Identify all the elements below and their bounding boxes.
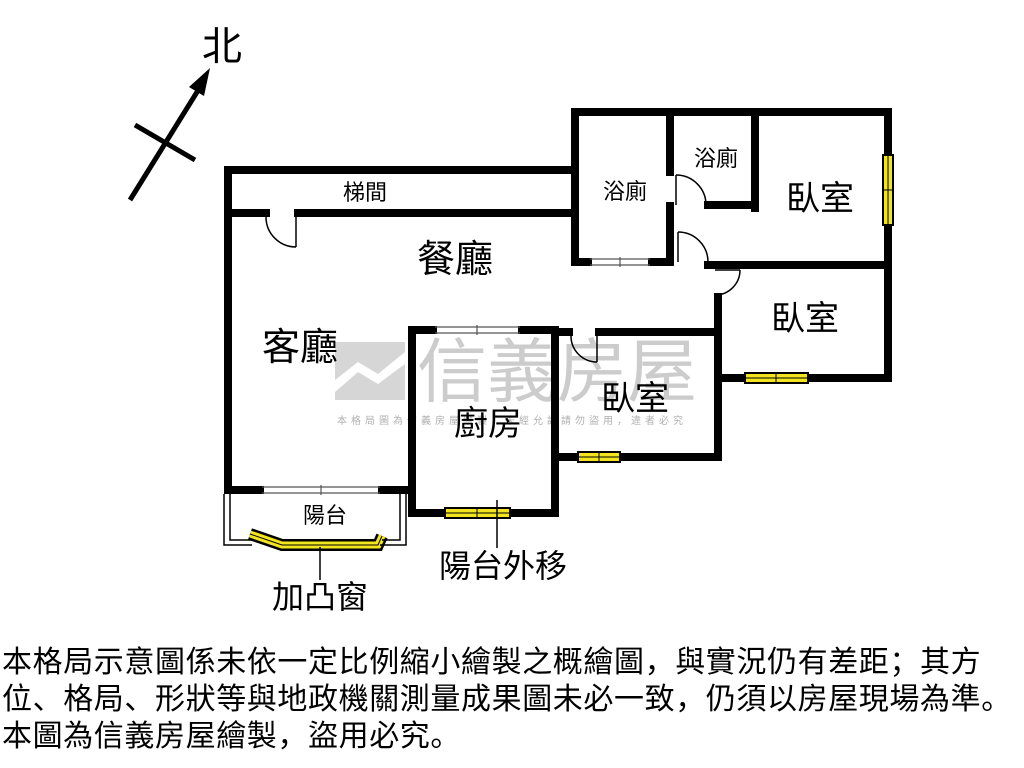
floor-plan: 信義房屋 本格局圖為信義房屋繪製，未經允許請勿盜用，違者必究 北 [127, 24, 894, 616]
disclaimer-line-3: 本圖為信義房屋繪製，盜用必究。 [2, 719, 461, 754]
compass-cross-bar [133, 122, 197, 163]
label-balcony: 陽台 [303, 504, 347, 529]
window-bedroom-1 [882, 154, 894, 226]
disclaimer-line-1: 本格局示意圖係未依一定比例縮小繪製之概繪圖，與實況仍有差距；其方 [2, 645, 982, 680]
door-bathroom-2 [675, 174, 707, 206]
windows [248, 154, 894, 551]
label-bay-window: 加凸窗 [272, 578, 368, 616]
label-bedroom-1: 臥室 [786, 179, 854, 219]
label-bathroom-2: 浴廁 [694, 147, 738, 172]
sliding-door-living [262, 485, 380, 495]
watermark-notice: 本格局圖為信義房屋繪製，未經允許請勿盜用，違者必究 [337, 414, 687, 427]
doors [265, 174, 741, 363]
window-kitchen [444, 507, 511, 519]
north-compass: 北 [127, 24, 242, 202]
door-bedroom-3 [570, 335, 598, 363]
sliding-door-kitchen [435, 325, 520, 335]
compass-arrow-head [189, 68, 210, 96]
label-bedroom-3: 臥室 [601, 379, 669, 419]
brand-logo [335, 342, 405, 400]
door-corridor [677, 231, 709, 263]
door-stairwell [265, 216, 297, 248]
door-bedroom-2 [714, 269, 741, 296]
bay-window [248, 528, 388, 551]
north-label: 北 [202, 24, 242, 70]
label-dining: 餐廳 [417, 237, 493, 281]
window-bedroom-3 [577, 451, 621, 463]
label-kitchen: 廚房 [454, 404, 522, 444]
disclaimer-line-2: 位、格局、形狀等與地政機關測量成果圖未必一致，仍須以房屋現場為準。 [2, 682, 1012, 717]
walls [224, 108, 892, 517]
label-balcony-moved: 陽台外移 [439, 547, 567, 585]
label-bathroom-1: 浴廁 [603, 180, 647, 205]
balcony-outline [223, 494, 407, 546]
label-stairwell: 梯間 [343, 181, 387, 206]
label-bedroom-2: 臥室 [771, 299, 839, 339]
sliding-doors [262, 257, 650, 495]
wall-west-north [224, 166, 579, 494]
sliding-door-bathroom-1 [590, 257, 650, 267]
room-labels: 梯間 餐廳 客廳 浴廁 浴廁 臥室 臥室 臥室 廚房 陽台 加凸窗 陽台外移 [262, 147, 854, 616]
window-bedroom-2 [744, 372, 809, 384]
label-living: 客廳 [262, 325, 338, 369]
